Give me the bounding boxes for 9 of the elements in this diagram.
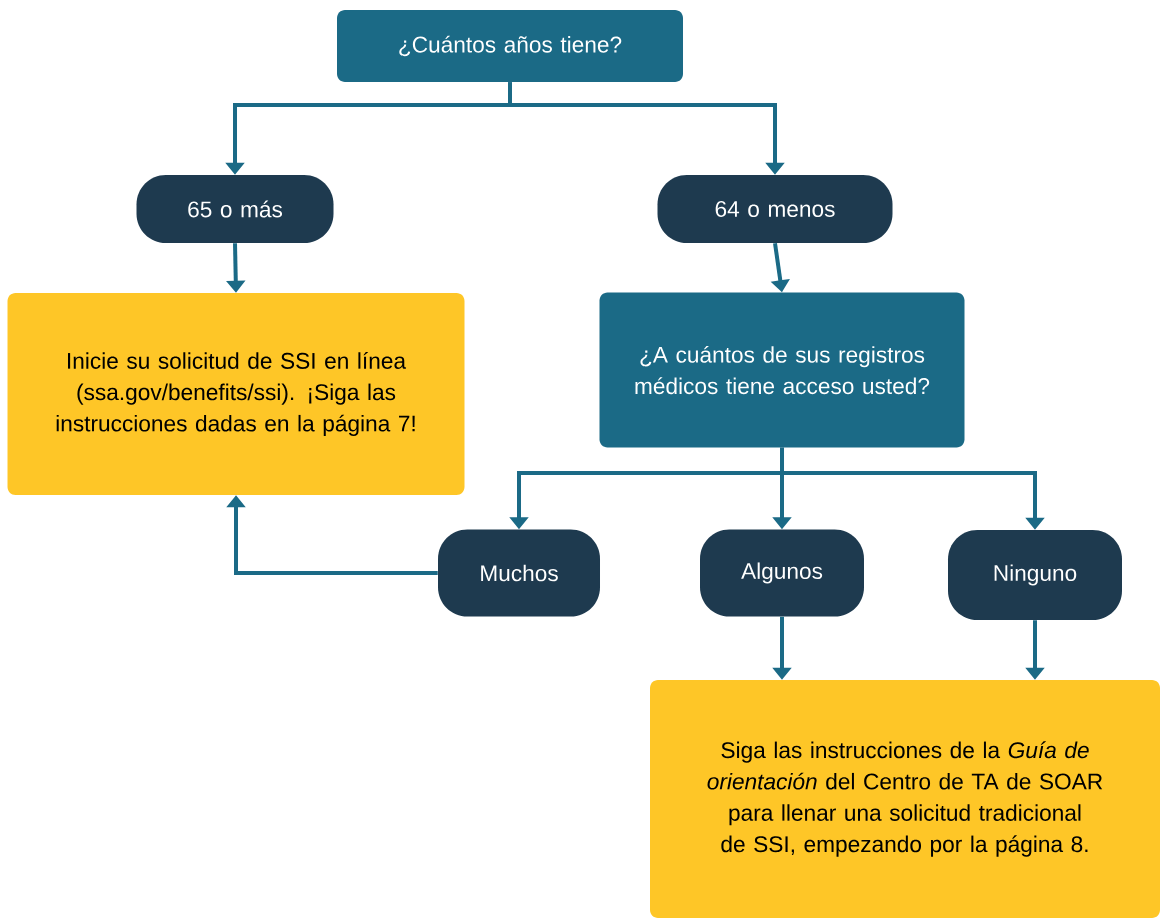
answer-pill: Algunos — [700, 529, 864, 617]
answer-pill: 64 o menos — [657, 175, 893, 243]
question-box: ¿A cuántos de sus registros médicos tiene acceso usted? — [599, 292, 965, 448]
question-box: ¿Cuántos años tiene? — [337, 10, 683, 82]
instruction-box: Inicie su solicitud de SSI en línea (ssa.gov/benefits/ssi). ¡Siga las instrucciones dadas en la página 7! — [7, 293, 465, 495]
answer-pill: Ninguno — [948, 530, 1122, 620]
instruction-box: Siga las instrucciones de la Guía de orientación del Centro de TA de SOAR para llenar una solicitud tradicional de SSI, empezando por la página 8. — [650, 680, 1160, 918]
answer-pill: Muchos — [438, 529, 600, 617]
answer-pill: 65 o más — [136, 175, 334, 243]
